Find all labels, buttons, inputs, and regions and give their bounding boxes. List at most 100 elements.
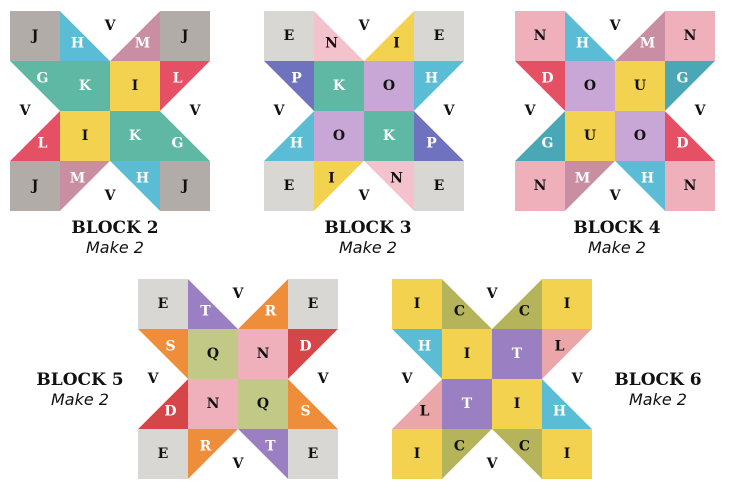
background-label: V <box>19 103 32 119</box>
background-label: V <box>486 456 499 472</box>
quilt-block-2: JJJJKIIKHMVMHVGLVLGV <box>10 11 210 211</box>
star-point-label: I <box>393 36 400 52</box>
star-point-label: M <box>575 171 591 187</box>
background-label: V <box>189 103 202 119</box>
star-point-label: N <box>390 171 403 187</box>
star-point-label: I <box>328 171 335 187</box>
center-label: K <box>129 128 142 144</box>
block-6-caption: BLOCK 6 Make 2 <box>603 370 713 409</box>
background-label: V <box>147 371 160 387</box>
star-point-label: R <box>265 304 277 320</box>
background-label: V <box>401 371 414 387</box>
star-point-label: S <box>165 339 175 355</box>
center-label: K <box>333 78 346 94</box>
star-point-label: L <box>173 71 183 87</box>
star-point-label: D <box>164 404 176 420</box>
background-label: V <box>232 286 245 302</box>
background-label: V <box>104 18 117 34</box>
block-3-title: BLOCK 3 <box>313 218 423 238</box>
block-4-caption: BLOCK 4 Make 2 <box>562 218 672 257</box>
block-6-title: BLOCK 6 <box>603 370 713 390</box>
star-point-label: T <box>200 304 211 320</box>
star-point-label: D <box>676 136 688 152</box>
block-2-title: BLOCK 2 <box>60 218 170 238</box>
center-label: U <box>584 128 596 144</box>
center-label: N <box>257 346 270 362</box>
star-point-label: G <box>37 71 49 87</box>
background-label: V <box>486 286 499 302</box>
star-point-label: G <box>677 71 689 87</box>
center-label: Q <box>257 396 269 412</box>
corner-label: I <box>564 296 571 312</box>
star-point-label: L <box>38 136 48 152</box>
block-2-subtitle: Make 2 <box>60 238 170 257</box>
star-point-label: H <box>641 171 654 187</box>
background-label: V <box>609 18 622 34</box>
star-point-label: C <box>519 304 530 320</box>
star-point-label: M <box>70 171 86 187</box>
block-3-subtitle: Make 2 <box>313 238 423 257</box>
background-label: V <box>273 103 286 119</box>
star-point-label: H <box>425 71 438 87</box>
star-point-label: D <box>299 339 311 355</box>
star-point-label: G <box>542 136 554 152</box>
background-label: V <box>609 188 622 204</box>
background-label: V <box>571 371 584 387</box>
corner-label: E <box>434 28 445 44</box>
star-point-label: H <box>418 339 431 355</box>
star-point-label: L <box>555 339 565 355</box>
corner-label: J <box>180 178 189 194</box>
center-label: U <box>634 78 646 94</box>
star-point-label: R <box>200 439 212 455</box>
center-label: K <box>383 128 396 144</box>
star-point-label: H <box>71 36 84 52</box>
center-label: T <box>462 396 473 412</box>
star-point-label: T <box>265 439 276 455</box>
star-point-label: C <box>519 439 530 455</box>
block-4-subtitle: Make 2 <box>562 238 672 257</box>
center-label: I <box>82 128 89 144</box>
star-point-label: H <box>136 171 149 187</box>
center-label: I <box>132 78 139 94</box>
block-2-caption: BLOCK 2 Make 2 <box>60 218 170 257</box>
center-label: O <box>584 78 596 94</box>
background-label: V <box>694 103 707 119</box>
star-point-label: D <box>541 71 553 87</box>
block-5-subtitle: Make 2 <box>25 390 135 409</box>
corner-label: I <box>564 446 571 462</box>
star-point-label: N <box>325 36 338 52</box>
corner-label: E <box>284 28 295 44</box>
center-label: O <box>634 128 646 144</box>
corner-label: J <box>180 28 189 44</box>
corner-label: E <box>308 296 319 312</box>
star-point-label: G <box>172 136 184 152</box>
background-label: V <box>358 188 371 204</box>
block-6-subtitle: Make 2 <box>603 390 713 409</box>
corner-label: J <box>30 28 39 44</box>
corner-label: I <box>414 446 421 462</box>
star-point-label: H <box>576 36 589 52</box>
center-label: O <box>333 128 345 144</box>
center-label: I <box>514 396 521 412</box>
background-label: V <box>317 371 330 387</box>
star-point-label: C <box>454 304 465 320</box>
background-label: V <box>232 456 245 472</box>
corner-label: N <box>534 178 547 194</box>
star-point-label: P <box>426 136 437 152</box>
star-point-label: H <box>290 136 303 152</box>
corner-label: N <box>684 28 697 44</box>
star-point-label: S <box>300 404 310 420</box>
corner-label: N <box>534 28 547 44</box>
corner-label: E <box>308 446 319 462</box>
center-label: K <box>79 78 92 94</box>
star-point-label: M <box>135 36 151 52</box>
background-label: V <box>358 18 371 34</box>
corner-label: E <box>158 446 169 462</box>
block-3-caption: BLOCK 3 Make 2 <box>313 218 423 257</box>
corner-label: E <box>434 178 445 194</box>
center-label: I <box>464 346 471 362</box>
corner-label: E <box>284 178 295 194</box>
